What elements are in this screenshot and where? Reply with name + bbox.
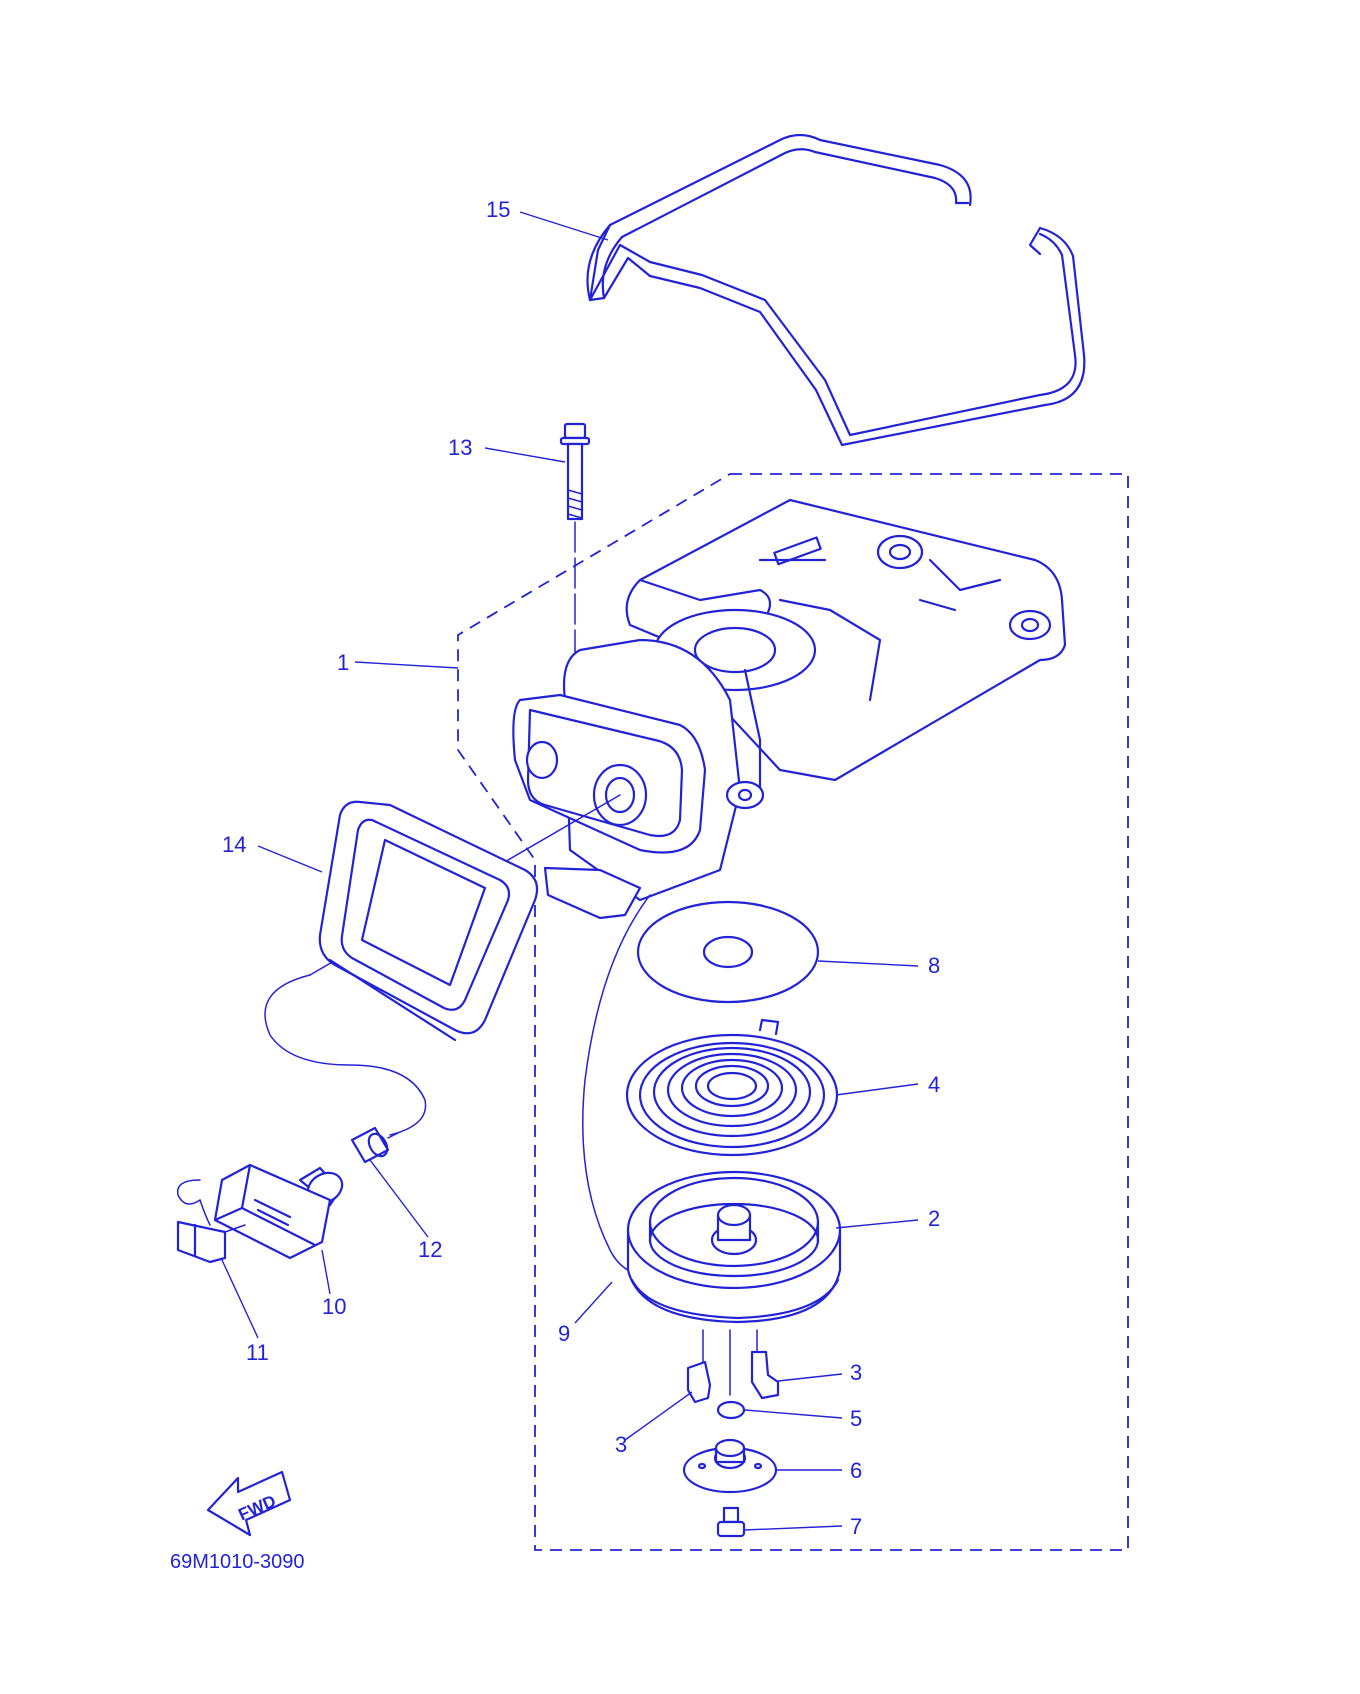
callout-3-left: 3	[615, 1432, 627, 1457]
part-3-ratchet-left	[686, 1329, 712, 1404]
callout-2: 2	[928, 1206, 940, 1231]
part-14-grommet	[318, 800, 539, 1042]
assembly-boundary	[457, 473, 1129, 1551]
callout-6: 6	[850, 1458, 862, 1483]
callout-13: 13	[448, 435, 472, 460]
callout-5: 5	[850, 1406, 862, 1431]
part-11-clip	[176, 1179, 246, 1264]
callouts: 15 13 1 14 8 4 2 3 5 3 6 7 9 12 10 11	[222, 197, 940, 1539]
part-code: 69M1010-3090	[170, 1551, 305, 1573]
part-6-drive-plate	[682, 1438, 778, 1494]
callout-4: 4	[928, 1072, 940, 1097]
callout-7: 7	[850, 1514, 862, 1539]
part-13-bolt	[559, 422, 591, 656]
part-10-handle	[213, 1163, 344, 1260]
callout-14: 14	[222, 832, 246, 857]
callout-8: 8	[928, 953, 940, 978]
part-7-screw	[716, 1506, 746, 1538]
leader-lines	[221, 211, 919, 1531]
part-1-starter-case	[512, 498, 1067, 920]
part-12-rope-guide	[350, 1126, 401, 1164]
part-8-plate	[636, 900, 820, 1004]
part-5-clip	[716, 1329, 746, 1420]
part-2-drum	[626, 1170, 842, 1324]
callout-1: 1	[337, 650, 349, 675]
callout-12: 12	[418, 1237, 442, 1262]
part-15-seal	[586, 133, 1086, 447]
part-4-spring	[625, 1018, 839, 1157]
callout-9: 9	[558, 1321, 570, 1346]
callout-3-right: 3	[850, 1360, 862, 1385]
callout-11: 11	[246, 1340, 269, 1365]
part-3-ratchet-right	[750, 1329, 780, 1400]
callout-15: 15	[486, 197, 510, 222]
fwd-arrow-icon: FWD	[206, 1470, 292, 1537]
callout-10: 10	[322, 1294, 346, 1319]
